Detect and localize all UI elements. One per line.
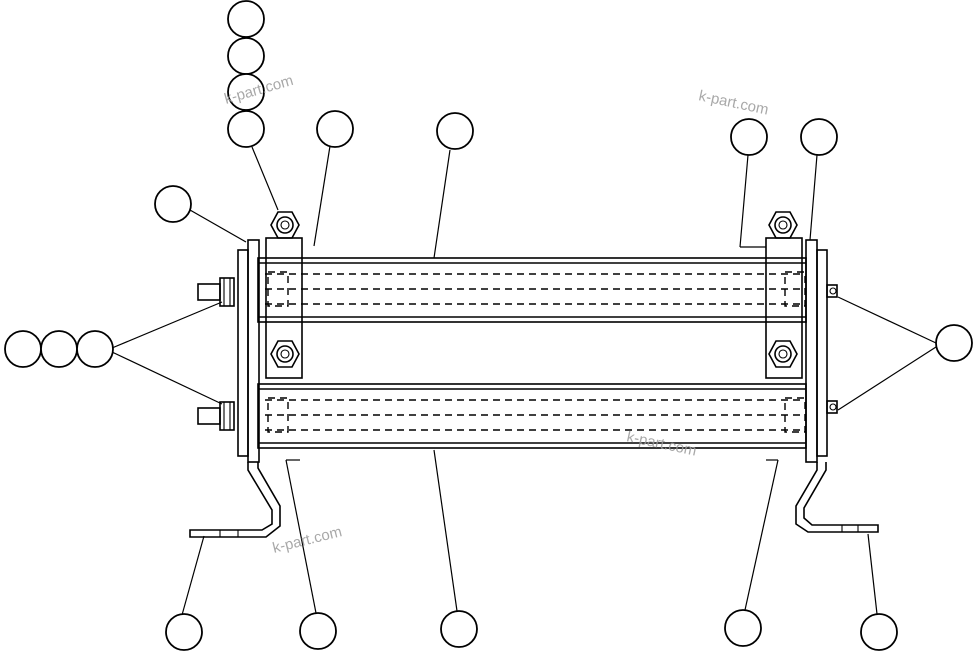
nut-top-right — [768, 211, 798, 239]
right-pin-lower — [826, 400, 838, 414]
left-bolt-lower — [197, 401, 235, 431]
nut-mid-right — [768, 340, 798, 368]
right-foot-bracket — [795, 462, 879, 533]
callout-bubble — [165, 613, 203, 651]
callout-bubble — [227, 37, 265, 75]
nut-mid-left — [270, 340, 300, 368]
watermark-text: k-part.com — [625, 428, 698, 459]
callout-bubble — [227, 110, 265, 148]
watermark-text: k-part.com — [271, 523, 344, 557]
callout-bubble — [299, 612, 337, 650]
callout-bubble — [316, 110, 354, 148]
callout-bubble — [154, 185, 192, 223]
callout-bubble — [40, 330, 78, 368]
callout-bubble — [76, 330, 114, 368]
upper-tube-assembly — [257, 257, 807, 323]
callout-bubble — [860, 613, 898, 651]
left-foot-bracket — [189, 462, 281, 538]
watermark-text: k-part.com — [697, 87, 770, 118]
lower-tube-assembly — [257, 383, 807, 449]
right-side-plate — [765, 237, 828, 463]
callout-bubble — [724, 609, 762, 647]
watermarks: k-part.com k-part.com k-part.com k-part.… — [222, 72, 770, 557]
left-bolt-upper — [197, 277, 235, 307]
callout-bubble — [227, 0, 265, 38]
callout-bubble — [935, 324, 973, 362]
callout-bubble — [440, 610, 478, 648]
callout-bubble — [436, 112, 474, 150]
nut-top-left — [270, 211, 300, 239]
callout-bubble — [4, 330, 42, 368]
callout-circles — [4, 0, 973, 651]
callout-bubble — [800, 118, 838, 156]
leader-lines — [111, 145, 937, 616]
callout-bubble — [730, 118, 768, 156]
right-pin-upper — [826, 284, 838, 298]
callout-bubble — [227, 73, 265, 111]
